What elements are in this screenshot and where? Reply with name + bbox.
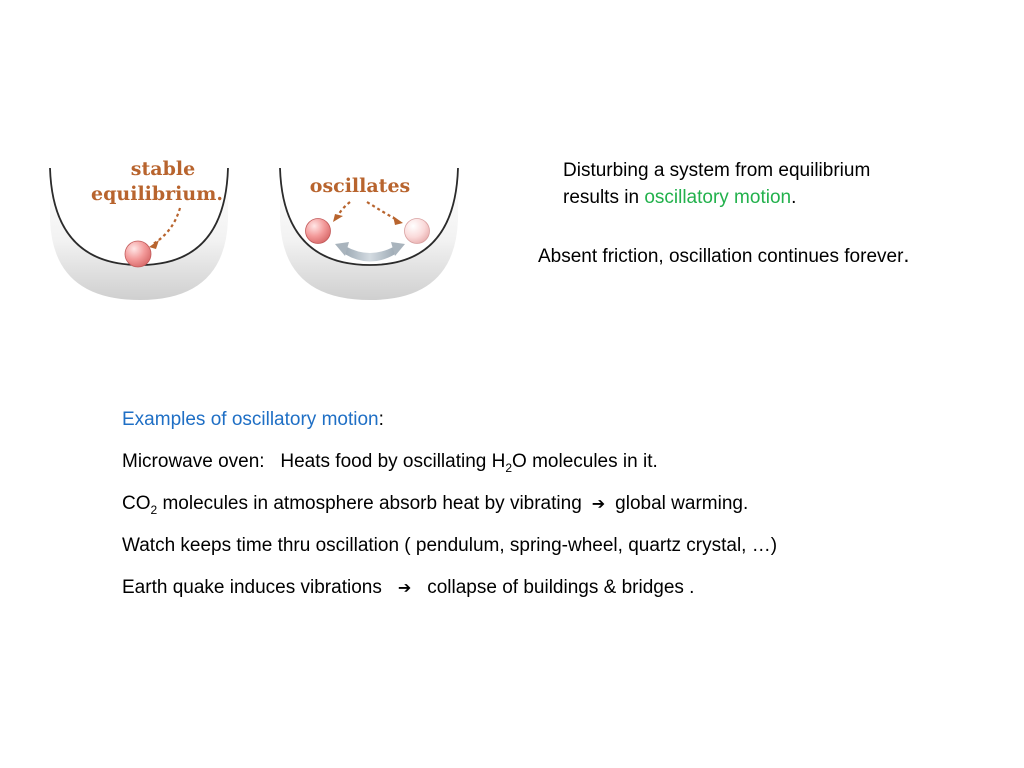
friction-statement: Absent friction, oscillation continues f… xyxy=(538,241,1008,270)
stable-label: stable xyxy=(131,158,195,180)
example-earthquake: Earth quake induces vibrations ➔ collapse … xyxy=(122,574,1002,601)
subscript-2: 2 xyxy=(505,460,513,475)
example-co2-prefix: CO xyxy=(122,493,151,514)
examples-heading-text: Examples of oscillatory motion xyxy=(122,409,379,430)
intro-line-2-suffix: . xyxy=(791,187,797,208)
example-earthquake-prefix: Earth quake induces vibrations xyxy=(122,577,382,598)
ball-faded-icon xyxy=(404,218,430,244)
example-microwave-prefix: Microwave oven: Heats food by oscillatin… xyxy=(122,451,506,472)
dotted-arrow-icon xyxy=(366,201,398,221)
ball-icon xyxy=(124,240,152,268)
example-watch: Watch keeps time thru oscillation ( pend… xyxy=(122,535,778,556)
oscillatory-motion-highlight: oscillatory motion xyxy=(644,187,792,208)
examples-heading-colon: : xyxy=(378,409,384,430)
right-arrow-icon: ➔ xyxy=(591,494,606,513)
example-co2: CO2 molecules in atmosphere absorb heat … xyxy=(122,490,1002,517)
intro-line-1: Disturbing a system from equilibrium xyxy=(563,160,871,181)
equilibrium-diagram: stable equilibrium. oscillates xyxy=(49,158,459,300)
example-microwave: Microwave oven: Heats food by oscillatin… xyxy=(122,448,1002,475)
example-earthquake-result: collapse of buildings & bridges . xyxy=(427,577,695,598)
oscillates-label: oscillates xyxy=(310,175,410,197)
examples-heading: Examples of oscillatory motion: xyxy=(122,406,1002,433)
dotted-arrow-icon xyxy=(152,207,182,245)
equilibrium-label: equilibrium. xyxy=(91,183,223,205)
friction-statement-text: Absent friction, oscillation continues f… xyxy=(538,246,904,267)
example-co2-middle: molecules in atmosphere absorb heat by v… xyxy=(157,493,582,514)
examples-list: Examples of oscillatory motion: Microwav… xyxy=(122,406,1002,616)
friction-statement-period: . xyxy=(903,242,910,267)
example-microwave-suffix: O molecules in it. xyxy=(512,451,658,472)
subscript-2: 2 xyxy=(150,502,158,517)
equilibrium-illustration: stable equilibrium. oscillates xyxy=(45,150,465,305)
oscillates-bowl: oscillates xyxy=(279,167,459,300)
intro-line-2-prefix: results in xyxy=(563,187,645,208)
intro-line-2: results in oscillatory motion. xyxy=(563,184,983,211)
stable-bowl: stable equilibrium. xyxy=(49,158,229,300)
ball-icon xyxy=(305,218,331,244)
double-arrow-icon xyxy=(343,246,397,262)
intro-text: Disturbing a system from equilibrium res… xyxy=(563,157,983,211)
example-co2-result: global warming. xyxy=(615,493,749,514)
right-arrow-icon: ➔ xyxy=(397,578,412,597)
